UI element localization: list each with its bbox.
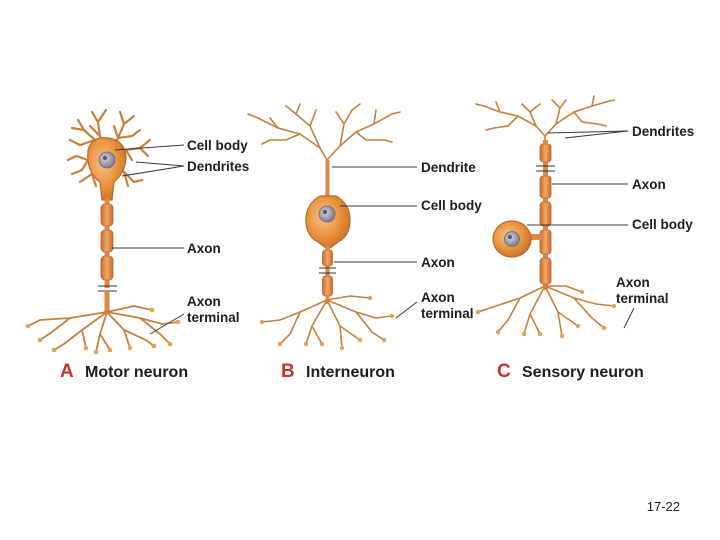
- interneuron-dendrites: [247, 103, 401, 181]
- sensory-neuron-axon: [526, 140, 555, 290]
- panel-c-letter: C: [497, 361, 511, 382]
- motor-neuron-soma: [87, 137, 127, 201]
- interneuron-axon-terminal: [261, 295, 393, 349]
- motor-dendrites-label: Dendrites: [187, 159, 250, 174]
- inter-axon-label: Axon: [421, 255, 455, 270]
- motor-neuron-axon: [98, 198, 117, 313]
- panel-a-title: Motor neuron: [85, 364, 189, 381]
- motor-neuron: [25, 108, 181, 355]
- panel-b-letter: B: [281, 361, 295, 382]
- sensory-cell-body-label: Cell body: [632, 217, 693, 232]
- panel-b-title: Interneuron: [306, 364, 395, 381]
- sensory-neuron-nucleus: [504, 231, 520, 247]
- sensory-neuron: [475, 95, 617, 339]
- panel-a-letter: A: [60, 361, 74, 382]
- sensory-neuron-axon-terminal: [477, 285, 615, 337]
- inter-dendrite-label: Dendrite: [421, 160, 476, 175]
- sensory-axon-label: Axon: [632, 177, 666, 192]
- motor-neuron-nucleus: [98, 151, 116, 169]
- interneuron-nucleus: [318, 205, 336, 223]
- interneuron: [247, 103, 401, 351]
- motor-neuron-axon-terminal: [27, 305, 179, 353]
- interneuron-axon: [319, 246, 336, 304]
- motor-axon-terminal-label-1: Axon: [187, 294, 221, 309]
- motor-axon-terminal-label-2: terminal: [187, 310, 240, 325]
- inter-cell-body-label: Cell body: [421, 198, 482, 213]
- panel-c-title: Sensory neuron: [522, 364, 644, 381]
- sensory-axon-terminal-label-2: terminal: [616, 291, 669, 306]
- inter-axon-terminal-label-2: terminal: [421, 306, 474, 321]
- motor-axon-label: Axon: [187, 241, 221, 256]
- sensory-dendrites-label: Dendrites: [632, 124, 695, 139]
- motor-cell-body-label: Cell body: [187, 138, 248, 153]
- sensory-neuron-dendrites: [475, 95, 615, 151]
- inter-axon-terminal-label-1: Axon: [421, 290, 455, 305]
- leader-lines: [112, 130, 635, 335]
- sensory-axon-terminal-label-1: Axon: [616, 275, 650, 290]
- slide-number: 17-22: [646, 499, 680, 514]
